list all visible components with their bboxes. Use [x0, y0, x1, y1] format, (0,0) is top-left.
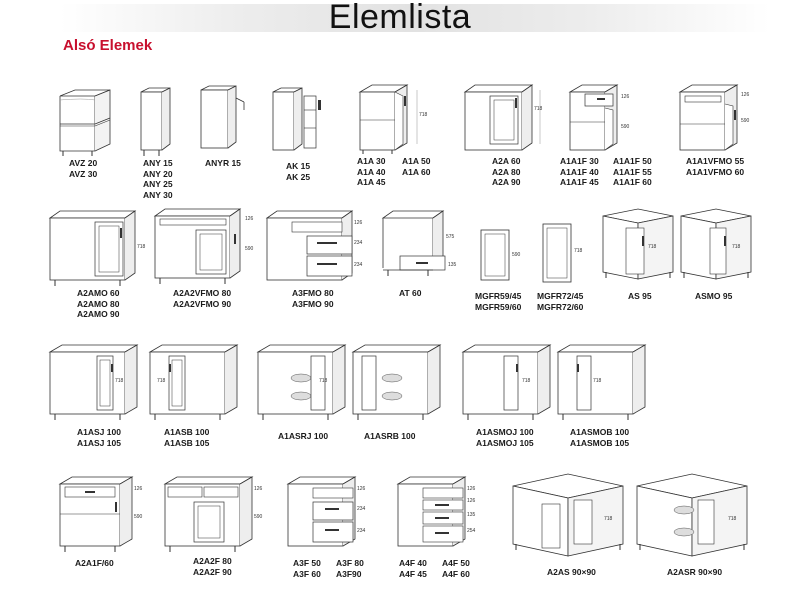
svg-text:718: 718 [419, 112, 428, 118]
section-title: Alsó Elemek [63, 37, 153, 54]
svg-text:718: 718 [574, 248, 583, 254]
as-label: AS 95 [628, 291, 652, 301]
svg-text:718: 718 [728, 516, 737, 522]
a2a1f-label: A2A1F/60 [75, 558, 114, 568]
svg-text:718: 718 [115, 378, 124, 384]
svg-text:718: 718 [534, 106, 543, 112]
svg-text:590: 590 [245, 246, 254, 252]
svg-text:234: 234 [357, 528, 366, 534]
title-banner [60, 4, 770, 32]
svg-text:590: 590 [134, 514, 143, 520]
svg-text:126: 126 [467, 498, 476, 504]
a1asrb-label: A1ASRB 100 [364, 431, 416, 441]
svg-text:234: 234 [354, 240, 363, 246]
a1asrj-label: A1ASRJ 100 [278, 431, 329, 441]
svg-text:590: 590 [512, 252, 521, 258]
svg-text:126: 126 [245, 216, 254, 222]
svg-text:254: 254 [467, 528, 476, 534]
svg-text:126: 126 [741, 92, 750, 98]
svg-text:590: 590 [741, 118, 750, 124]
page-title: Elemlista [328, 0, 472, 36]
svg-text:234: 234 [357, 506, 366, 512]
a2asr-label: A2ASR 90×90 [667, 567, 723, 577]
asmo-label: ASMO 95 [695, 291, 733, 301]
svg-text:575: 575 [446, 234, 455, 240]
svg-text:590: 590 [621, 124, 630, 130]
svg-text:718: 718 [604, 516, 613, 522]
svg-text:718: 718 [648, 244, 657, 250]
a2as-label: A2AS 90×90 [547, 567, 596, 577]
svg-text:590: 590 [254, 514, 263, 520]
svg-text:126: 126 [254, 486, 263, 492]
svg-text:234: 234 [354, 262, 363, 268]
svg-text:135: 135 [448, 262, 457, 268]
svg-text:126: 126 [621, 94, 630, 100]
svg-text:718: 718 [319, 378, 328, 384]
svg-text:718: 718 [157, 378, 166, 384]
svg-text:126: 126 [354, 220, 363, 226]
at-label: AT 60 [399, 288, 422, 298]
svg-text:718: 718 [593, 378, 602, 384]
anyr-label: ANYR 15 [205, 158, 241, 168]
svg-text:718: 718 [732, 244, 741, 250]
svg-text:126: 126 [134, 486, 143, 492]
svg-text:718: 718 [522, 378, 531, 384]
svg-text:126: 126 [467, 486, 476, 492]
svg-text:718: 718 [137, 244, 146, 250]
svg-text:126: 126 [357, 486, 366, 492]
svg-text:135: 135 [467, 512, 476, 518]
